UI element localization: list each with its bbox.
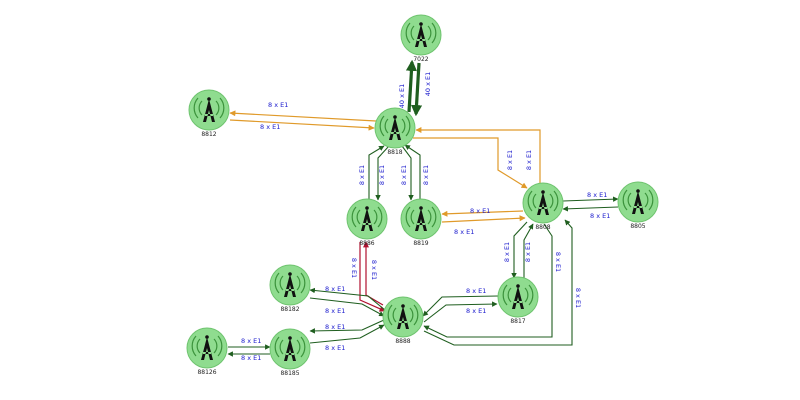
node-8812[interactable]: 8812 — [188, 89, 230, 138]
link-8886-8818-a[interactable]: 8 x E1 — [358, 145, 385, 200]
link-8886-8888-b[interactable]: 8 x E1 — [359, 242, 386, 312]
link-label: 8 x E1 — [325, 307, 345, 315]
link-88185-88126-b[interactable]: 8 x E1 — [227, 351, 270, 362]
link-label: 8 x E1 — [260, 123, 280, 131]
link-8808-8818-b[interactable]: 8 x E1 — [415, 127, 541, 183]
link-8808-8888-a[interactable]: 8 x E1 — [423, 223, 562, 338]
radio-tower-icon — [379, 115, 411, 140]
radio-tower-icon — [274, 272, 306, 297]
link-88182-8888-b[interactable]: 8 x E1 — [309, 297, 385, 317]
node-label: 8888 — [395, 338, 410, 345]
node-label: 8819 — [413, 240, 428, 247]
link-label: 8 x E1 — [241, 354, 261, 362]
link-8818-7022-b[interactable]: 40 x E1 — [410, 62, 432, 117]
link-label: 8 x E1 — [350, 258, 358, 278]
link-label: 8 x E1 — [400, 165, 408, 185]
radio-tower-icon — [274, 336, 306, 361]
link-label: 40 x E1 — [398, 84, 406, 109]
node-88182[interactable]: 88182 — [269, 264, 311, 313]
link-label: 8 x E1 — [525, 150, 533, 170]
link-label: 40 x E1 — [424, 72, 432, 97]
node-label: 8817 — [510, 318, 525, 325]
link-88185-8888-b[interactable]: 8 x E1 — [309, 324, 385, 352]
link-label: 8 x E1 — [325, 285, 345, 293]
link-label: 8 x E1 — [590, 212, 610, 220]
radio-tower-icon — [502, 284, 534, 309]
link-label: 8 x E1 — [470, 207, 490, 215]
node-8817[interactable]: 8817 — [497, 276, 539, 325]
link-8812-8818-b[interactable]: 8 x E1 — [229, 119, 375, 131]
node-label: 8818 — [387, 149, 402, 156]
link-label: 8 x E1 — [378, 165, 386, 185]
link-8817-8888-a[interactable]: 8 x E1 — [422, 287, 499, 317]
link-label: 8 x E1 — [454, 228, 474, 236]
link-8888-8886-a[interactable]: 8 x E1 — [350, 241, 384, 306]
radio-tower-icon — [387, 304, 419, 329]
link-8818-8812-a[interactable]: 8 x E1 — [229, 101, 377, 122]
node-label: 8805 — [630, 223, 645, 230]
radio-tower-icon — [405, 22, 437, 47]
node-8818[interactable]: 8818 — [374, 107, 416, 156]
node-label: 88182 — [280, 306, 299, 313]
link-8888-88182-a[interactable]: 8 x E1 — [309, 285, 386, 311]
node-label: 88185 — [280, 370, 299, 377]
nodes-layer: 7022 8812 8818 8886 8819 8808 8805 88182 8888 881… — [186, 14, 659, 377]
link-8888-88185-a[interactable]: 8 x E1 — [309, 319, 385, 334]
link-8888-8817-b[interactable]: 8 x E1 — [423, 301, 498, 323]
link-label: 8 x E1 — [325, 323, 345, 331]
node-label: 8808 — [535, 224, 550, 231]
radio-tower-icon — [527, 190, 559, 215]
node-label: 8886 — [359, 240, 374, 247]
node-8819[interactable]: 8819 — [400, 198, 442, 247]
link-label: 8 x E1 — [422, 165, 430, 185]
link-8819-8818-b[interactable]: 8 x E1 — [404, 144, 430, 200]
node-7022[interactable]: 7022 — [400, 14, 442, 63]
node-88185[interactable]: 88185 — [269, 328, 311, 377]
radio-tower-icon — [405, 206, 437, 231]
node-8805[interactable]: 8805 — [617, 181, 659, 230]
link-8808-8805-a[interactable]: 8 x E1 — [562, 191, 619, 202]
link-label: 8 x E1 — [241, 337, 261, 345]
link-label: 8 x E1 — [503, 242, 511, 262]
link-label: 8 x E1 — [574, 288, 582, 308]
link-label: 8 x E1 — [554, 252, 562, 272]
node-label: 88126 — [197, 369, 216, 376]
link-label: 8 x E1 — [524, 242, 532, 262]
link-label: 8 x E1 — [466, 287, 486, 295]
link-88126-88185-a[interactable]: 8 x E1 — [228, 337, 271, 350]
link-8817-8808-b[interactable]: 8 x E1 — [523, 223, 534, 278]
link-label: 8 x E1 — [506, 150, 514, 170]
link-8808-8817-a[interactable]: 8 x E1 — [503, 221, 528, 279]
link-label: 8 x E1 — [587, 191, 607, 199]
radio-tower-icon — [622, 189, 654, 214]
link-label: 8 x E1 — [466, 307, 486, 315]
node-label: 7022 — [413, 56, 428, 63]
link-label: 8 x E1 — [325, 344, 345, 352]
node-88126[interactable]: 88126 — [186, 327, 228, 376]
node-8808[interactable]: 8808 — [522, 182, 564, 231]
link-label: 8 x E1 — [268, 101, 288, 109]
link-8818-8886-b[interactable]: 8 x E1 — [375, 145, 390, 201]
link-8818-8808-a[interactable]: 8 x E1 — [413, 137, 528, 189]
link-label: 8 x E1 — [370, 260, 378, 280]
radio-tower-icon — [193, 97, 225, 122]
radio-tower-icon — [351, 206, 383, 231]
link-8808-8819-a[interactable]: 8 x E1 — [441, 207, 524, 217]
link-8805-8808-b[interactable]: 8 x E1 — [562, 206, 619, 220]
radio-tower-icon — [191, 335, 223, 360]
links-layer: 40 x E1 40 x E1 8 x E1 8 x E1 8 x E1 8 x… — [227, 59, 619, 362]
link-label: 8 x E1 — [358, 165, 366, 185]
link-8819-8808-b[interactable]: 8 x E1 — [441, 215, 526, 236]
link-8888-8808-b[interactable]: 8 x E1 — [423, 219, 582, 346]
node-8888[interactable]: 8888 — [382, 296, 424, 345]
node-label: 8812 — [201, 131, 216, 138]
link-8818-7022-a[interactable]: 40 x E1 — [398, 59, 418, 113]
node-8886[interactable]: 8886 — [346, 198, 388, 247]
